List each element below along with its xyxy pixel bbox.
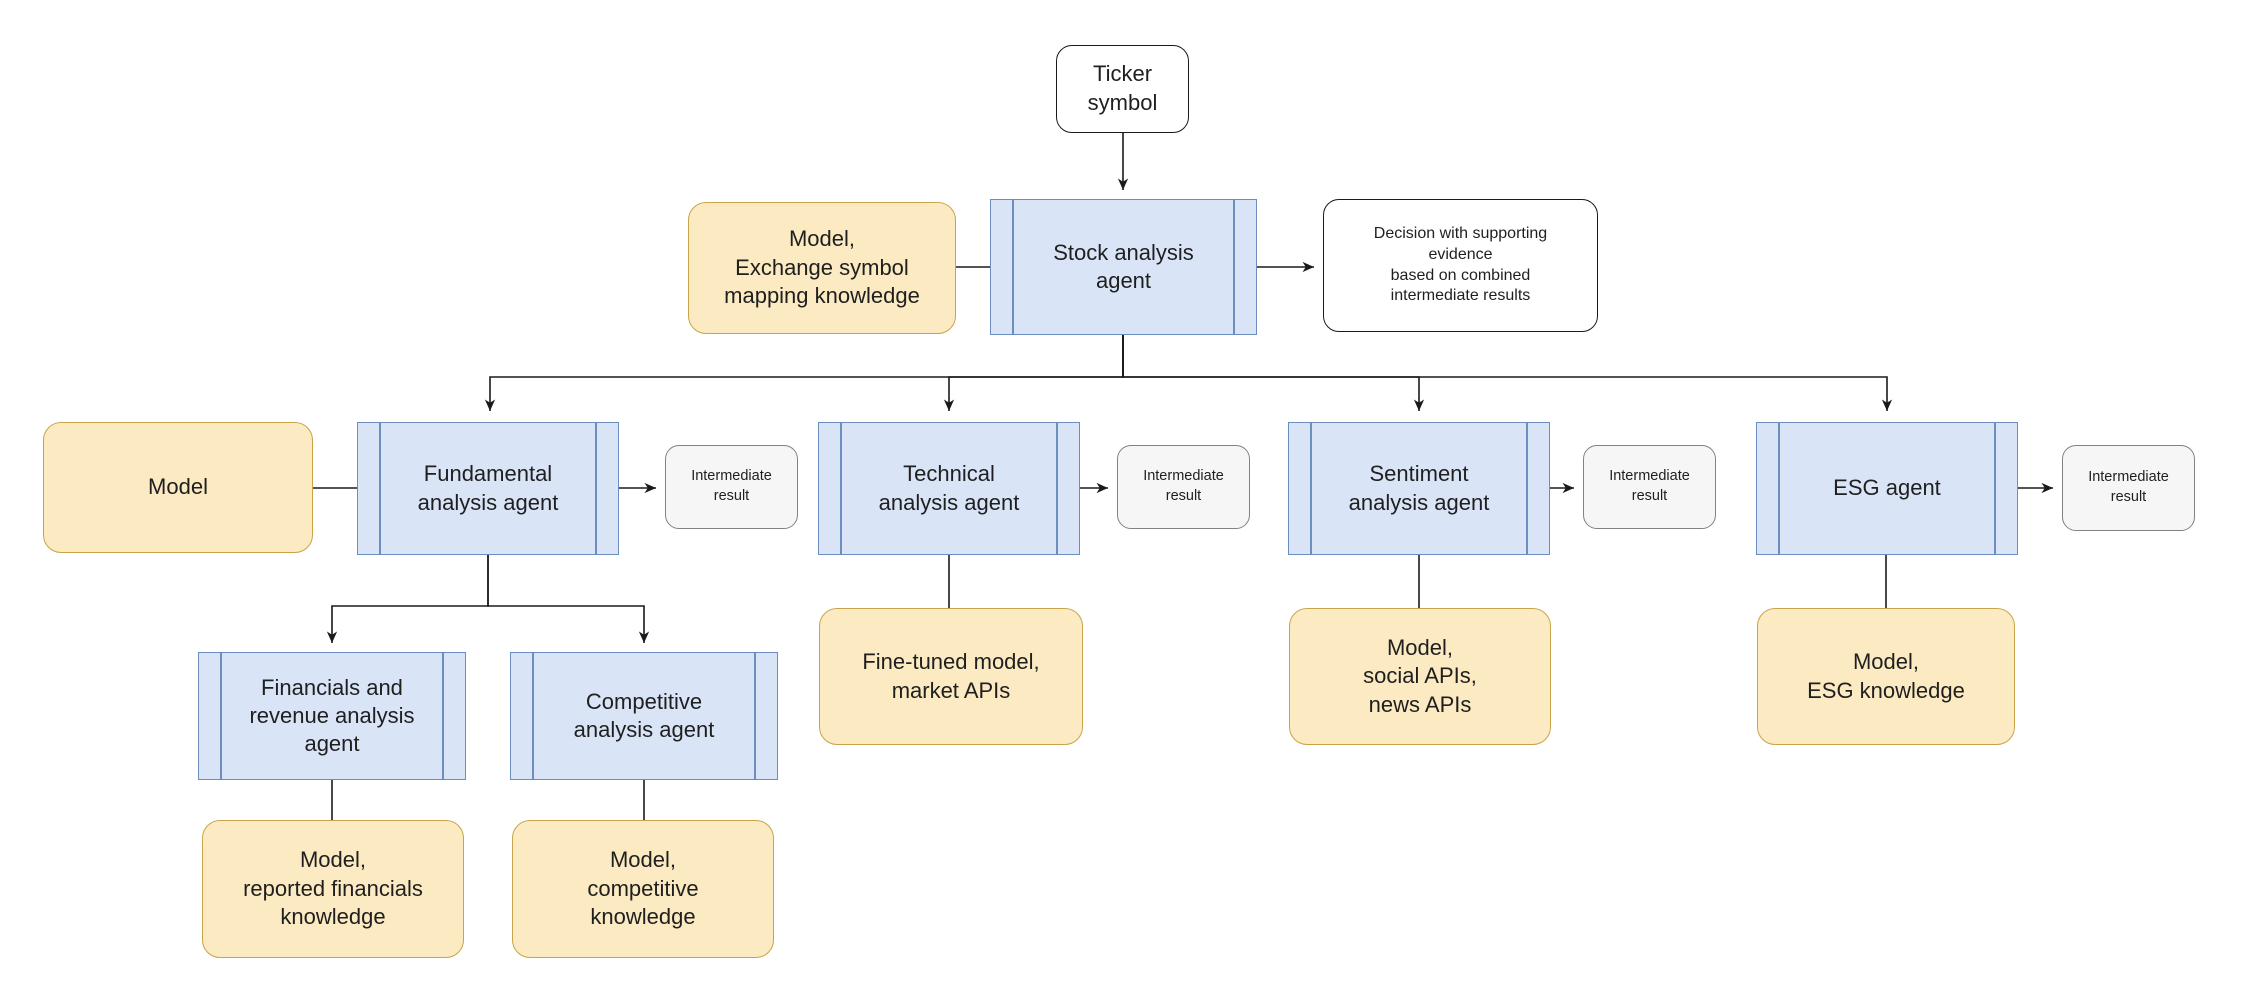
node-sentiment-analysis-agent: Sentiment analysis agent (1288, 422, 1550, 555)
edge-fundamental-to-financials (326, 555, 489, 643)
node-label: Intermediate result (691, 468, 772, 504)
node-label: Model (148, 474, 208, 500)
node-knowledge-model: Model (43, 422, 313, 553)
node-intermediate-result-3: Intermediate result (1583, 445, 1716, 529)
edge-stock-to-technical (943, 335, 1124, 411)
node-competitive-analysis-agent: Competitive analysis agent (510, 652, 778, 780)
node-fundamental-analysis-agent: Fundamental analysis agent (357, 422, 619, 555)
process-side-bar (1233, 200, 1235, 334)
process-side-bar (1994, 423, 1996, 554)
edge-stock-to-sentiment (1122, 335, 1425, 411)
process-side-bar (1778, 423, 1780, 554)
node-label: Model, competitive knowledge (587, 847, 699, 930)
node-knowledge-finetuned-market: Fine-tuned model, market APIs (819, 608, 1083, 745)
process-side-bar (442, 653, 444, 779)
node-label: Intermediate result (1609, 468, 1690, 504)
node-label: Sentiment analysis agent (1348, 461, 1490, 515)
node-esg-agent: ESG agent (1756, 422, 2018, 555)
process-side-bar (1526, 423, 1528, 554)
process-side-bar (220, 653, 222, 779)
node-intermediate-result-2: Intermediate result (1117, 445, 1250, 529)
node-knowledge-reported-financials: Model, reported financials knowledge (202, 820, 464, 958)
node-label: Financials and revenue analysis agent (249, 674, 415, 757)
node-label: Intermediate result (1143, 468, 1224, 504)
node-knowledge-competitive: Model, competitive knowledge (512, 820, 774, 958)
edge-stock-to-esg (1122, 335, 1893, 411)
process-side-bar (532, 653, 534, 779)
node-label: Intermediate result (2088, 469, 2169, 505)
edge-stock-to-fundamental (484, 335, 1124, 411)
process-side-bar (1310, 423, 1312, 554)
node-technical-analysis-agent: Technical analysis agent (818, 422, 1080, 555)
node-decision-output: Decision with supporting evidence based … (1323, 199, 1598, 332)
node-intermediate-result-4: Intermediate result (2062, 445, 2195, 531)
node-stock-analysis-agent: Stock analysis agent (990, 199, 1257, 335)
node-label: Model, ESG knowledge (1807, 648, 1965, 703)
node-label: Competitive analysis agent (573, 688, 715, 742)
process-side-bar (1012, 200, 1014, 334)
node-ticker-symbol: Ticker symbol (1056, 45, 1189, 133)
process-side-bar (379, 423, 381, 554)
node-label: ESG agent (1833, 475, 1941, 501)
node-label: Technical analysis agent (878, 461, 1020, 515)
node-label: Model, reported financials knowledge (243, 847, 423, 930)
edge-fundamental-to-competitive (487, 555, 650, 643)
process-side-bar (595, 423, 597, 554)
process-side-bar (1056, 423, 1058, 554)
process-side-bar (754, 653, 756, 779)
node-label: Fundamental analysis agent (417, 461, 559, 515)
node-label: Model, social APIs, news APIs (1363, 634, 1477, 717)
node-label: Model, Exchange symbol mapping knowledge (724, 226, 920, 309)
node-label: Decision with supporting evidence based … (1373, 224, 1548, 305)
node-label: Fine-tuned model, market APIs (862, 648, 1040, 703)
node-intermediate-result-1: Intermediate result (665, 445, 798, 529)
node-label: Stock analysis agent (1053, 239, 1194, 293)
process-side-bar (840, 423, 842, 554)
node-financials-revenue-agent: Financials and revenue analysis agent (198, 652, 466, 780)
node-knowledge-social-news: Model, social APIs, news APIs (1289, 608, 1551, 745)
node-label: Ticker symbol (1087, 61, 1158, 115)
node-knowledge-exchange-mapping: Model, Exchange symbol mapping knowledge (688, 202, 956, 334)
node-knowledge-esg: Model, ESG knowledge (1757, 608, 2015, 745)
